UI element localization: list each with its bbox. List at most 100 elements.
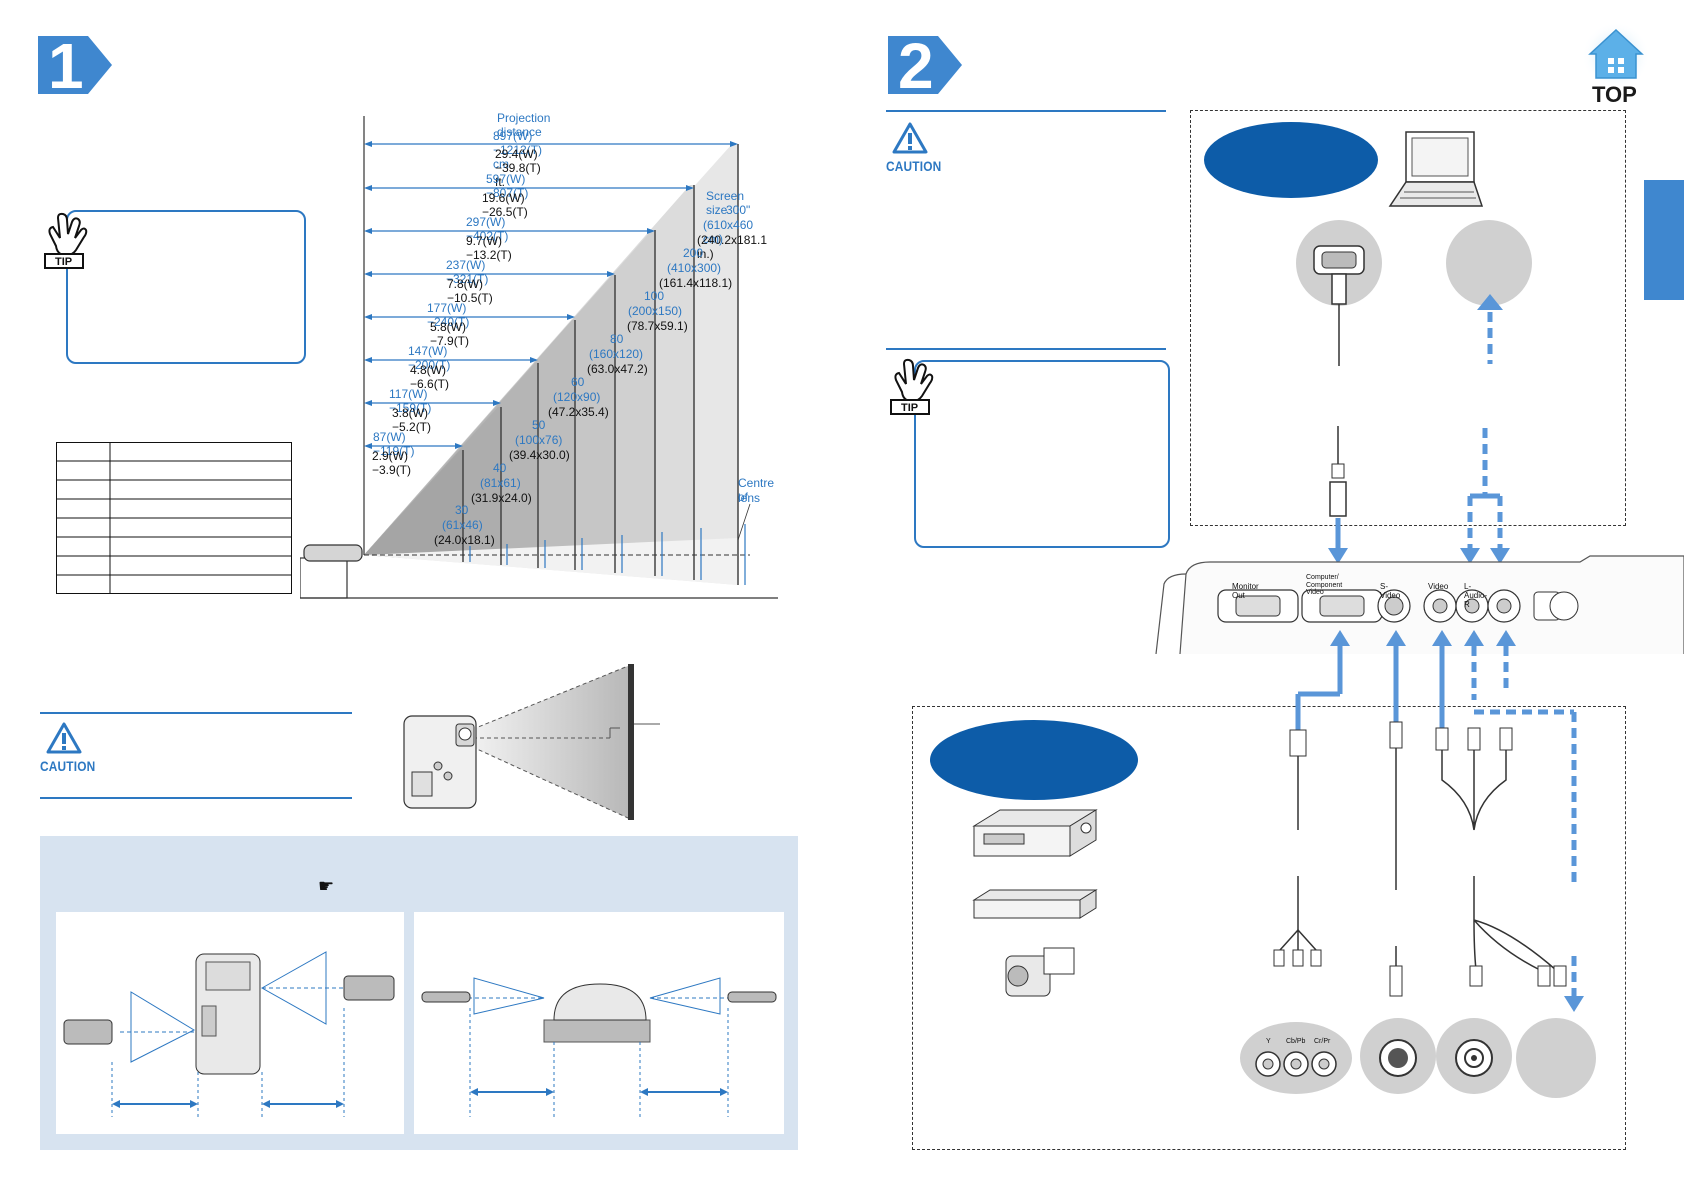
dist-imperial-8: 2.9(W)−3.9(T) bbox=[372, 449, 412, 477]
audio-jack-circle bbox=[1516, 1018, 1596, 1098]
hand-pointing-icon-2 bbox=[890, 358, 934, 415]
s-video-jack-icon bbox=[1379, 1039, 1417, 1077]
projection-heading: Projection distance bbox=[497, 111, 551, 139]
dist-metric-6: 147(W)−200(T) bbox=[408, 344, 451, 372]
dist-metric-5: 177(W)−240(T) bbox=[427, 301, 470, 329]
remote-icon-2 bbox=[343, 975, 395, 1001]
screen-size-4: 80 bbox=[610, 332, 624, 346]
remote-icon-3 bbox=[421, 991, 471, 1003]
dist-imperial-4: 7.8(W)−10.5(T) bbox=[447, 277, 493, 305]
side-section-tab[interactable] bbox=[1644, 180, 1684, 300]
power-port bbox=[1549, 591, 1579, 621]
screen-size-label: Screen size bbox=[706, 189, 745, 217]
hand-pointer-icon: ☛ bbox=[318, 876, 335, 896]
tip-icon-right: TIP bbox=[888, 358, 934, 418]
screen-cm-8: (61x46) bbox=[442, 518, 483, 532]
step-2-number: 2 bbox=[898, 30, 934, 102]
video-section-box bbox=[912, 706, 1626, 1150]
video-oval bbox=[930, 720, 1138, 800]
dist-imperial-6: 4.8(W)−6.6(T) bbox=[410, 363, 450, 391]
projection-table bbox=[56, 442, 292, 594]
screen-panels bbox=[364, 144, 738, 585]
dist-metric-4: 237(W)−321(T) bbox=[446, 258, 489, 286]
port-label-video: Video bbox=[1428, 582, 1449, 591]
screen-size-6: 50 bbox=[532, 418, 546, 432]
rca-jack-icon bbox=[1455, 1039, 1493, 1077]
step-1-badge: 1 bbox=[38, 34, 112, 98]
caution-rule-top-right bbox=[886, 110, 1166, 112]
screen-size-8: 30 bbox=[455, 503, 469, 517]
tip-box-right bbox=[914, 360, 1170, 548]
vcr-icon bbox=[972, 809, 1098, 857]
projector-base bbox=[543, 1019, 651, 1043]
hand-pointing-icon bbox=[44, 212, 88, 269]
screen-inch-8: (24.0x18.1) bbox=[434, 533, 495, 547]
projector-stand bbox=[300, 557, 348, 599]
projector-side bbox=[303, 544, 363, 562]
video-devices bbox=[972, 809, 1098, 997]
tip-rule-right bbox=[886, 348, 1166, 350]
screen-inch-4: (63.0x47.2) bbox=[587, 362, 648, 376]
distance-arrows bbox=[366, 143, 736, 447]
screen-cm-2: (410x300) bbox=[667, 261, 722, 275]
home-icon bbox=[1582, 22, 1650, 90]
dist-imperial-5: 5.8(W)−7.9(T) bbox=[430, 320, 470, 348]
computer-oval bbox=[1204, 122, 1378, 198]
step-arrow-shape-2 bbox=[888, 36, 962, 94]
dist-metric-7: 117(W)−159(T) bbox=[389, 387, 432, 415]
computer-cables bbox=[1328, 426, 1510, 564]
port-label-computer-1: Computer/ bbox=[1306, 574, 1339, 581]
centre-of-lens-1: Centre of bbox=[738, 476, 775, 504]
dist-imperial-7: 3.8(W)−5.2(T) bbox=[392, 406, 432, 434]
remote-icon-1 bbox=[63, 1019, 113, 1045]
screen-inch-7: (31.9x24.0) bbox=[471, 491, 532, 505]
caution-rule-top-left bbox=[40, 712, 352, 714]
jack-label-cb: Cb/Pb bbox=[1286, 1038, 1306, 1045]
tip-label-left: TIP bbox=[55, 256, 73, 268]
audio-port-circle bbox=[1446, 220, 1532, 306]
tip-label-right: TIP bbox=[901, 402, 919, 414]
projector-rear-panel bbox=[1155, 555, 1684, 654]
remote-icon-4 bbox=[727, 991, 777, 1003]
port-label-audio: L-Audio-R bbox=[1464, 582, 1488, 609]
screen-inch-1: (240.2x181.1 in.) bbox=[697, 233, 768, 261]
centre-of-lens-2: lens bbox=[738, 491, 761, 505]
top-nav-button[interactable]: TOP bbox=[1578, 20, 1654, 107]
dvd-player-icon bbox=[972, 889, 1098, 919]
camcorder-icon bbox=[1005, 947, 1075, 997]
top-nav-label: TOP bbox=[1592, 82, 1637, 107]
tip-icon-left: TIP bbox=[42, 212, 88, 272]
laptop-icon bbox=[1388, 131, 1484, 207]
dist-imperial-1: 29.4(W)−39.8(T) ft. bbox=[495, 147, 541, 189]
caution-rule-bottom-left bbox=[40, 797, 352, 799]
step-1-number: 1 bbox=[48, 30, 84, 102]
caution-label-left: CAUTION bbox=[40, 758, 96, 774]
caution-label-right: CAUTION bbox=[886, 158, 942, 174]
screen-cm-4: (160x120) bbox=[589, 347, 644, 361]
dist-metric-8: 87(W)−119(T) bbox=[373, 430, 415, 458]
step-arrow-shape bbox=[38, 36, 112, 94]
dist-imperial-2: 19.6(W)−26.5(T) bbox=[482, 191, 528, 219]
dist-metric-2: 597(W)−807(T) bbox=[486, 172, 529, 200]
screen-cm-6: (100x76) bbox=[515, 433, 563, 447]
screen-inch-6: (39.4x30.0) bbox=[509, 448, 570, 462]
screen-cm-7: (81x61) bbox=[480, 476, 521, 490]
remote-front-diagram bbox=[63, 951, 395, 1117]
screen-inch-5: (47.2x35.4) bbox=[548, 405, 609, 419]
top-view-projection bbox=[403, 664, 660, 820]
screen-lines bbox=[462, 144, 739, 585]
remote-side-diagram bbox=[421, 977, 777, 1117]
audio-arrow-up bbox=[1477, 294, 1503, 364]
screen-size-7: 40 bbox=[493, 461, 507, 475]
port-label-computer-2: Component Video bbox=[1306, 582, 1343, 596]
screen-size-5: 60 bbox=[571, 375, 585, 389]
component-jacks-icon bbox=[1255, 1051, 1337, 1077]
screen-cm-5: (120x90) bbox=[553, 390, 601, 404]
port-label-monitor-out: Monitor Out bbox=[1232, 582, 1259, 600]
dist-imperial-3: 9.7(W)−13.2(T) bbox=[466, 234, 512, 262]
jack-label-y: Y bbox=[1266, 1038, 1271, 1045]
dist-metric-3: 297(W)−402(T) bbox=[466, 215, 509, 243]
projection-distance-diagram bbox=[300, 116, 778, 599]
tip-box-left bbox=[66, 210, 306, 364]
screen-size-2: 200 bbox=[683, 246, 704, 260]
